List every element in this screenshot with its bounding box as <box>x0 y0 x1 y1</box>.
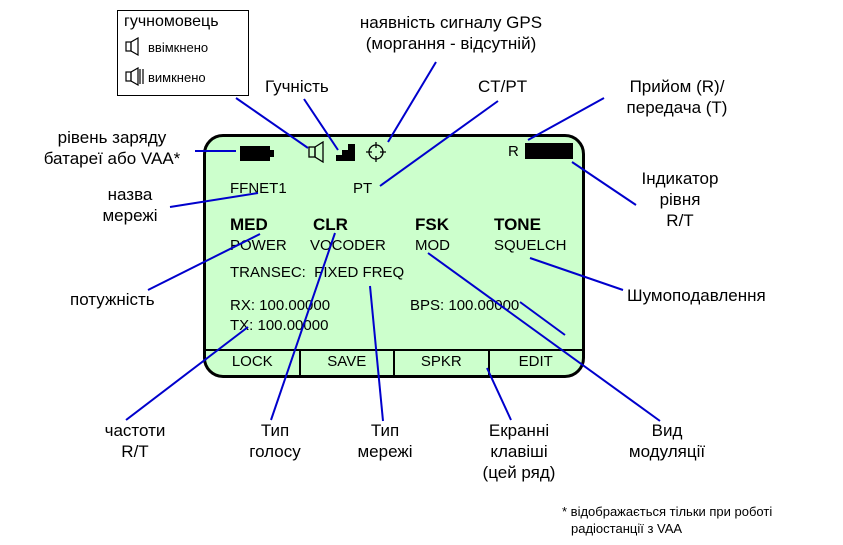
level-indicator-callout-line3: R/T <box>666 211 694 230</box>
gps-callout-line1: наявність сигналу GPS <box>359 13 543 32</box>
net-type-callout: Тип мережі <box>345 420 425 462</box>
modulation-callout: Вид модуляції <box>612 420 722 462</box>
speaker-legend-box: гучномовець ввімкнено вимкнено <box>117 10 249 96</box>
leader-softkeys <box>486 367 512 421</box>
freqs-callout-line2: R/T <box>121 442 149 461</box>
speaker-legend-title: гучномовець <box>124 13 219 30</box>
softkey-row: LOCK SAVE SPKR EDIT <box>206 349 582 375</box>
modulation-callout-line2: модуляції <box>628 442 706 461</box>
volume-callout: Гучність <box>265 77 329 96</box>
radio-display: R FFNET1 PT MED CLR FSK TONE POWER VOCOD… <box>203 134 585 378</box>
speaker-off-label: вимкнено <box>148 70 206 85</box>
footnote-line2: радіостанції з VAA <box>571 521 683 536</box>
rx-tx-callout: Прийом (R)/ передача (T) <box>612 76 742 118</box>
softkey-lock[interactable]: LOCK <box>206 351 301 375</box>
softkeys-callout-line3: (цей ряд) <box>482 463 556 482</box>
net-name-callout-line2: мережі <box>102 206 158 225</box>
gps-callout-line2: (моргання - відсутній) <box>365 34 537 53</box>
leader-net-type <box>369 285 384 422</box>
leader-net-name <box>169 192 259 208</box>
rx-tx-callout-line1: Прийом (R)/ <box>629 77 725 96</box>
rx-tx-callout-line2: передача (T) <box>626 98 728 117</box>
battery-icon <box>240 146 274 161</box>
mod-label: MOD <box>415 237 450 254</box>
battery-callout-line1: рівень заряду <box>57 128 167 147</box>
net-name-callout-line1: назва <box>107 185 153 204</box>
leader-bps <box>519 301 566 336</box>
speaker-on-icon <box>125 37 139 57</box>
transec-line: TRANSEC: FIXED FREQ <box>230 264 405 281</box>
footnote-line1: * відображається тільки при роботі <box>562 504 773 519</box>
modulation-callout-line1: Вид <box>651 421 683 440</box>
level-indicator-callout: Індикатор рівня R/T <box>630 168 730 231</box>
ct-pt-callout: CT/PT <box>478 77 528 96</box>
leader-freqs <box>125 326 249 421</box>
softkeys-callout-line2: клавіші <box>490 442 548 461</box>
rx-indicator: R <box>508 143 519 160</box>
power-callout: потужність <box>70 290 155 309</box>
voice-type-callout-line1: Тип <box>260 421 290 440</box>
power-value: MED <box>230 215 268 234</box>
leader-modulation <box>427 252 661 422</box>
squelch-value: TONE <box>494 215 541 234</box>
speaker-off-icon <box>125 67 144 87</box>
vocoder-value: CLR <box>313 215 348 234</box>
softkey-edit[interactable]: EDIT <box>518 353 553 370</box>
speaker-icon <box>308 141 324 163</box>
net-name: FFNET1 <box>230 180 287 197</box>
leader-voice <box>270 232 336 421</box>
battery-callout-line2: батареї або VAA* <box>43 149 181 168</box>
net-type-callout-line1: Тип <box>370 421 400 440</box>
leader-ct-pt <box>379 100 499 187</box>
leader-speaker <box>235 97 309 149</box>
speaker-on-label: ввімкнено <box>148 40 209 55</box>
leader-rx-tx <box>527 97 605 141</box>
mode-ct-pt: PT <box>353 180 373 197</box>
bps-value: BPS: 100.00000 <box>410 297 520 314</box>
softkey-save[interactable]: SAVE <box>301 351 395 375</box>
gps-callout: наявність сигналу GPS (моргання - відсут… <box>316 12 586 54</box>
leader-squelch <box>529 257 624 291</box>
net-name-callout: назва мережі <box>90 184 170 226</box>
squelch-label: SQUELCH <box>494 237 567 254</box>
footnote: * відображається тільки при роботі радіо… <box>562 503 772 537</box>
volume-level-icon <box>336 144 355 161</box>
leader-volume <box>303 98 339 151</box>
voice-type-callout-line2: голосу <box>249 442 301 461</box>
softkey-spkr[interactable]: SPKR <box>395 351 490 375</box>
level-indicator-callout-line1: Індикатор <box>641 169 719 188</box>
leader-level <box>571 161 637 206</box>
level-indicator-callout-line2: рівня <box>659 190 701 209</box>
signal-level-bar <box>525 143 573 159</box>
leader-gps <box>387 61 437 143</box>
battery-callout: рівень заряду батареї або VAA* <box>22 127 202 169</box>
freqs-callout-line1: частоти <box>104 421 166 440</box>
softkeys-callout-line1: Екранні <box>488 421 550 440</box>
softkeys-callout: Екранні клавіші (цей ряд) <box>464 420 574 483</box>
voice-type-callout: Тип голосу <box>230 420 320 462</box>
squelch-callout: Шумоподавлення <box>627 286 766 305</box>
leader-power <box>147 233 261 291</box>
mod-value: FSK <box>415 215 449 234</box>
gps-icon <box>366 142 386 162</box>
freqs-callout: частоти R/T <box>80 420 190 462</box>
rx-frequency: RX: 100.00000 <box>230 297 331 314</box>
net-type-callout-line2: мережі <box>357 442 413 461</box>
